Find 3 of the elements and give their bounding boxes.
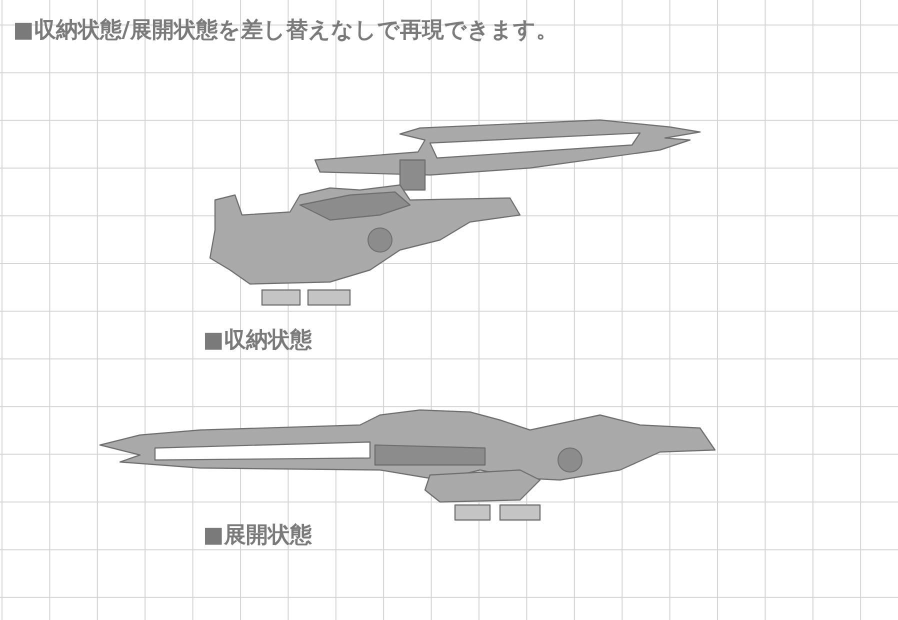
state-caption: ■収納状態 — [203, 330, 312, 352]
page-title: ■収納状態/展開状態を差し替えなしで再現できます。 — [13, 20, 558, 42]
state-caption: ■展開状態 — [203, 525, 312, 547]
